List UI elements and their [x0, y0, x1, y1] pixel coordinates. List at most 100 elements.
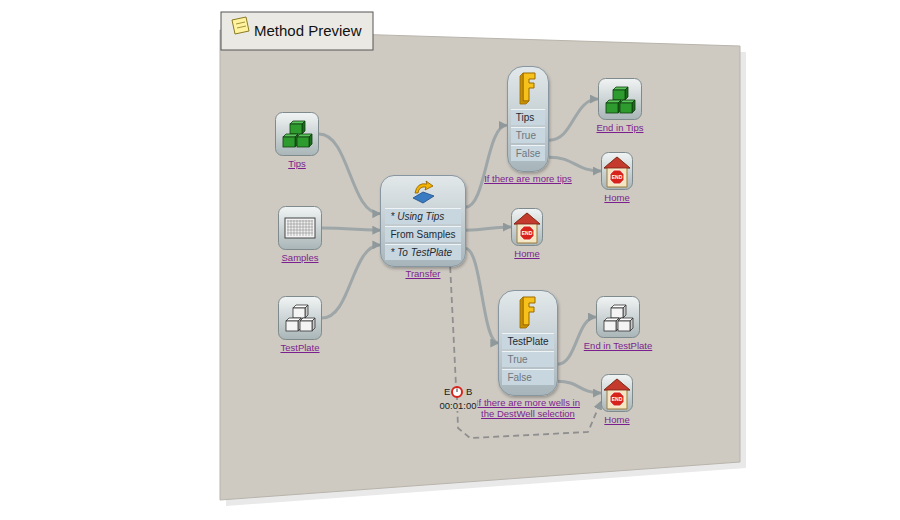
graphic-part — [632, 100, 635, 113]
graphic-part — [452, 387, 462, 397]
graphic-part — [303, 220, 304, 236]
branch-row: True — [511, 127, 545, 143]
preview-panel — [220, 30, 740, 500]
timed-connector — [450, 267, 601, 438]
graphic-part — [604, 379, 630, 409]
green-figure — [283, 121, 312, 147]
graphic-part — [611, 308, 623, 318]
graphic-part — [290, 124, 302, 134]
graphic-part — [288, 220, 289, 236]
home-icon — [601, 374, 633, 412]
graphic-part — [309, 220, 310, 236]
home-figure — [514, 213, 540, 243]
graphic-part — [604, 321, 616, 331]
graphic-part — [630, 318, 633, 331]
flow-connector — [466, 125, 507, 207]
graphic-part — [610, 170, 624, 184]
parameter-row: From Samples — [385, 226, 460, 242]
green-icon — [275, 112, 319, 156]
green-icon — [598, 78, 642, 120]
graphic-part — [523, 297, 535, 325]
labware-node: TestPlate — [278, 296, 322, 340]
labware-node: ENDHome — [601, 152, 633, 190]
sign-text: END — [612, 396, 623, 402]
transfer-figure — [413, 181, 434, 203]
node-caption: Transfer — [405, 268, 440, 279]
icon-frame — [279, 207, 322, 250]
graphic-part — [309, 134, 312, 147]
graphic-part — [604, 157, 630, 168]
graphic-part — [286, 321, 298, 331]
title-tab — [221, 12, 373, 50]
grey-icon — [278, 296, 322, 340]
branch-row: False — [502, 369, 553, 385]
timer-label: B — [465, 386, 473, 397]
graphic-part — [287, 227, 313, 228]
graphic-part — [237, 26, 246, 28]
branch-row: TestPlate — [502, 333, 553, 349]
node-caption: Home — [604, 414, 629, 425]
graphic-part — [306, 220, 307, 236]
icon-frame — [512, 209, 543, 246]
graphic-part — [610, 392, 624, 406]
graphic-part — [287, 224, 313, 225]
graphic-part — [300, 220, 301, 236]
graphic-part — [312, 220, 313, 236]
graphic-part — [287, 233, 313, 234]
node-caption: End in TestPlate — [584, 340, 652, 351]
graphic-part — [606, 103, 618, 113]
node-caption: Home — [514, 248, 539, 259]
step-box: * Using TipsFrom Samples* To TestPlateTr… — [380, 175, 465, 267]
node-caption: If there are more tips — [484, 173, 572, 184]
timer-label: 00:01:00 — [439, 400, 478, 411]
grey-icon — [596, 296, 640, 338]
home-icon — [601, 152, 633, 190]
icon-frame — [599, 79, 642, 120]
node-caption: TestPlate — [280, 342, 319, 353]
node-caption: Tips — [288, 158, 306, 169]
parameter-row: * To TestPlate — [385, 244, 460, 260]
sign-text: END — [522, 230, 533, 236]
graphic-part — [293, 308, 305, 318]
transfer-icon — [409, 180, 437, 206]
labware-node: ENDHome — [511, 208, 543, 246]
labware-node: Tips — [275, 112, 319, 156]
graphic-part — [514, 213, 540, 224]
graphic-part — [294, 220, 295, 236]
icon-frame — [602, 153, 633, 190]
graphic-part — [613, 90, 625, 100]
decision-capsule: TipsTrueFalseIf there are more tips — [507, 66, 549, 172]
graphic-part — [604, 379, 630, 390]
home-figure — [604, 157, 630, 187]
labware-node: Samples — [278, 206, 322, 250]
flow-connector — [558, 381, 601, 393]
graphic-part — [625, 87, 628, 100]
home-icon — [511, 208, 543, 246]
labware-node: End in TestPlate — [596, 296, 640, 338]
notepad-icon — [232, 17, 249, 34]
flow-connector — [466, 227, 512, 230]
flow-connector — [322, 245, 380, 318]
graphic-part — [236, 22, 245, 24]
green-figure — [606, 87, 635, 113]
graphic-part — [514, 213, 540, 243]
graphic-part — [415, 181, 433, 193]
branch-row: False — [511, 145, 545, 161]
decision-icon — [515, 295, 541, 331]
decision-icon — [515, 71, 541, 107]
graphic-part — [291, 220, 292, 236]
home-figure — [604, 379, 630, 409]
flow-connector — [466, 249, 499, 343]
graphic-part — [520, 73, 529, 104]
icon-frame — [597, 297, 640, 338]
parameter-row: * Using Tips — [385, 208, 460, 224]
graphic-part — [287, 221, 313, 222]
icon-frame — [279, 297, 322, 340]
branch-row: True — [502, 351, 553, 367]
node-caption: If there are more wells in the DestWell … — [472, 397, 584, 419]
graphic-part — [604, 157, 630, 187]
flow-connector — [322, 228, 380, 230]
plate-icon — [278, 206, 322, 250]
graphic-part — [623, 305, 626, 318]
